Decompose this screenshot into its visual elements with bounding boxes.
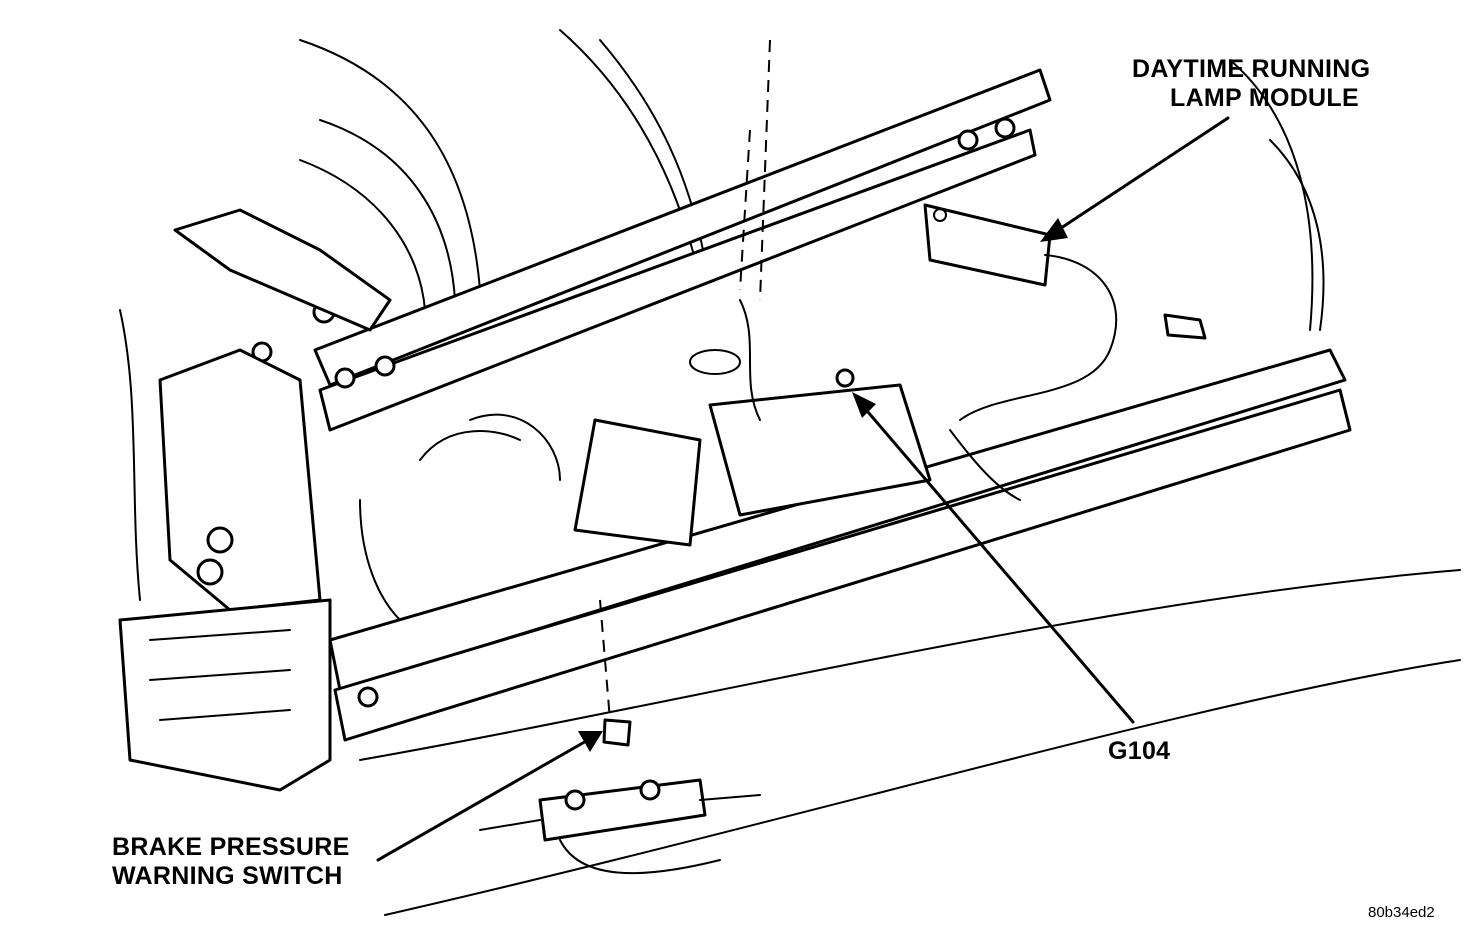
drl-module [923,203,1207,421]
lower-frame [118,348,1461,916]
drl-module-label: DAYTIME RUNNING LAMP MODULE [1132,55,1370,113]
left-bracket [158,208,392,612]
battery-area [359,299,1021,621]
drl-arrow-line [1053,116,1230,234]
drl-label-line2: LAMP MODULE [1170,83,1359,112]
upper-crossmember [251,68,1052,432]
drl-label-line1: DAYTIME RUNNING [1132,55,1371,83]
ground-bolt [835,368,855,388]
brake-label-line2: WARNING SWITCH [112,861,343,890]
brake-arrow-line [376,738,590,862]
g104-arrowhead [852,392,876,418]
g104-label: G104 [1108,737,1171,765]
brake-switch-label: BRAKE PRESSURE WARNING SWITCH [112,833,350,891]
callout-arrows [376,116,1230,862]
g104-arrow-line [860,403,1135,724]
brake-switch-assembly [479,718,761,875]
brake-arrowhead [578,731,603,752]
fender-arcs [119,29,1325,601]
figure-code: 80b34ed2 [1368,904,1435,921]
guide-lines [599,39,771,721]
drl-arrowhead [1040,218,1068,242]
brake-label-line1: BRAKE PRESSURE [112,833,350,861]
